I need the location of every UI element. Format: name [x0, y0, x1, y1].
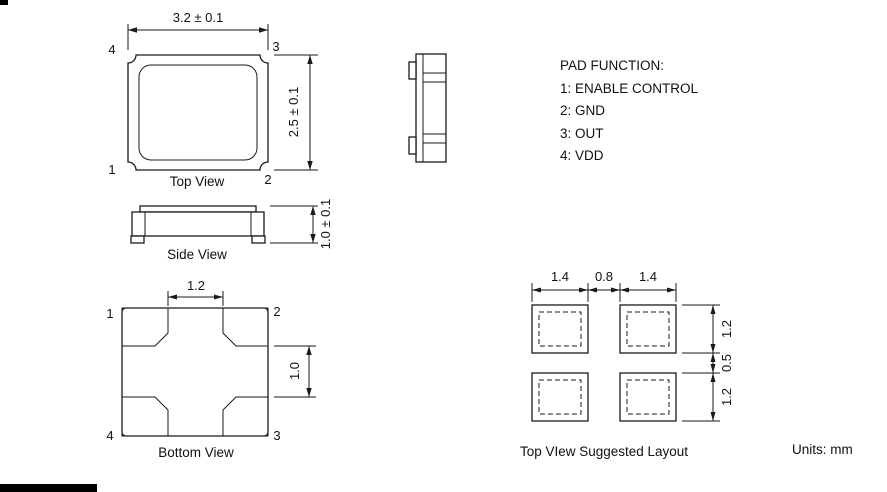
arrowhead: [259, 27, 268, 33]
suggested-layout-title: Top VIew Suggested Layout: [520, 444, 688, 459]
arrowhead: [710, 364, 716, 373]
pin-number: 3: [273, 428, 280, 443]
layout-pad: [531, 304, 589, 354]
pin-number: 1: [106, 306, 113, 321]
layout-pad: [619, 304, 677, 354]
arrowhead: [588, 287, 597, 293]
arrowhead: [532, 287, 541, 293]
suggested-layout: 1.4 0.8 1.4 1.2 0.5 1.2 Top VIew Suggest…: [520, 269, 734, 459]
layout-pad-inner: [538, 311, 582, 347]
arrowhead: [579, 287, 588, 293]
layout-dim-right: 0.5: [719, 354, 734, 372]
top-view-lid: [138, 64, 258, 161]
side-view: 1.0 ± 0.1 Side View: [130, 199, 333, 262]
end-view-castellation-bottom: [422, 133, 447, 144]
layout-dim-right: 1.2: [719, 320, 734, 338]
arrowhead: [306, 388, 312, 397]
pin-number: 4: [108, 42, 115, 57]
arrowhead: [168, 294, 177, 300]
layout-pad-inner: [626, 311, 670, 347]
layout-dim-top: 1.4: [551, 269, 569, 284]
bottom-view-pad-2: [222, 307, 269, 347]
end-view-body: [415, 53, 447, 163]
bottom-view-gap-dim: 1.2: [187, 278, 205, 293]
top-view-title: Top View: [170, 174, 225, 189]
layout-dim-top: 0.8: [595, 269, 613, 284]
arrowhead: [620, 287, 629, 293]
pad-function-item: 3: OUT: [560, 126, 604, 141]
side-view-title: Side View: [167, 247, 227, 262]
bottom-view-title: Bottom View: [158, 445, 234, 460]
bottom-left-black-bar: [0, 484, 97, 492]
arrowhead: [306, 346, 312, 355]
arrowhead: [307, 161, 313, 170]
end-view-pad-top: [408, 61, 417, 80]
pin-number: 4: [106, 428, 113, 443]
top-view-width-dim: 3.2 ± 0.1: [173, 10, 224, 25]
pin-number: 2: [264, 172, 271, 187]
layout-pad: [619, 372, 677, 422]
arrowhead: [310, 234, 316, 243]
pin-number: 3: [272, 39, 279, 54]
side-view-lid: [139, 205, 257, 213]
arrowhead: [710, 305, 716, 314]
layout-pad-inner: [538, 379, 582, 415]
pad-function-title: PAD FUNCTION:: [560, 58, 664, 73]
arrowhead: [310, 206, 316, 215]
arrowhead: [710, 344, 716, 353]
arrowhead: [307, 55, 313, 64]
bottom-view-pad-3: [222, 396, 269, 437]
pad-function-item: 1: ENABLE CONTROL: [560, 81, 699, 96]
end-view-pad-bottom: [408, 136, 417, 155]
bottom-view-vgap-dim: 1.0: [287, 362, 302, 380]
top-view-body-outline: [127, 54, 269, 171]
arrowhead: [710, 412, 716, 421]
side-view-height-dim: 1.0 ± 0.1: [318, 199, 333, 250]
arrowhead: [128, 27, 137, 33]
pin-number: 2: [273, 304, 280, 319]
arrowhead: [667, 287, 676, 293]
arrowhead: [710, 373, 716, 382]
units-label: Units: mm: [792, 442, 853, 457]
bottom-view-body: [121, 307, 269, 437]
end-view-castellation-top: [422, 72, 447, 83]
layout-dim-top: 1.4: [639, 269, 657, 284]
pad-function-item: 4: VDD: [560, 148, 604, 163]
layout-pad: [531, 372, 589, 422]
bottom-view: 1.2 1 2 4 3 1.0 Bottom View: [106, 278, 316, 460]
bottom-view-pad-1: [121, 307, 169, 347]
arrowhead: [611, 287, 620, 293]
side-view-pad-right: [251, 235, 266, 244]
bottom-view-pad-4: [121, 396, 169, 437]
layout-pad-inner: [626, 379, 670, 415]
pin-number: 1: [108, 162, 115, 177]
arrowhead: [214, 294, 223, 300]
arrowhead: [710, 353, 716, 362]
layout-dim-right: 1.2: [719, 388, 734, 406]
top-left-black-mark: [0, 0, 8, 5]
pad-function-block: PAD FUNCTION: 1: ENABLE CONTROL 2: GND 3…: [560, 58, 699, 163]
end-view: [408, 53, 447, 163]
side-view-body: [131, 211, 265, 237]
pad-function-item: 2: GND: [560, 103, 605, 118]
side-view-pad-left: [130, 235, 145, 244]
top-view-height-dim: 2.5 ± 0.1: [286, 87, 301, 138]
top-view: 3.2 ± 0.1 2.5 ± 0.1 4 3 1 2 Top View: [108, 10, 318, 189]
